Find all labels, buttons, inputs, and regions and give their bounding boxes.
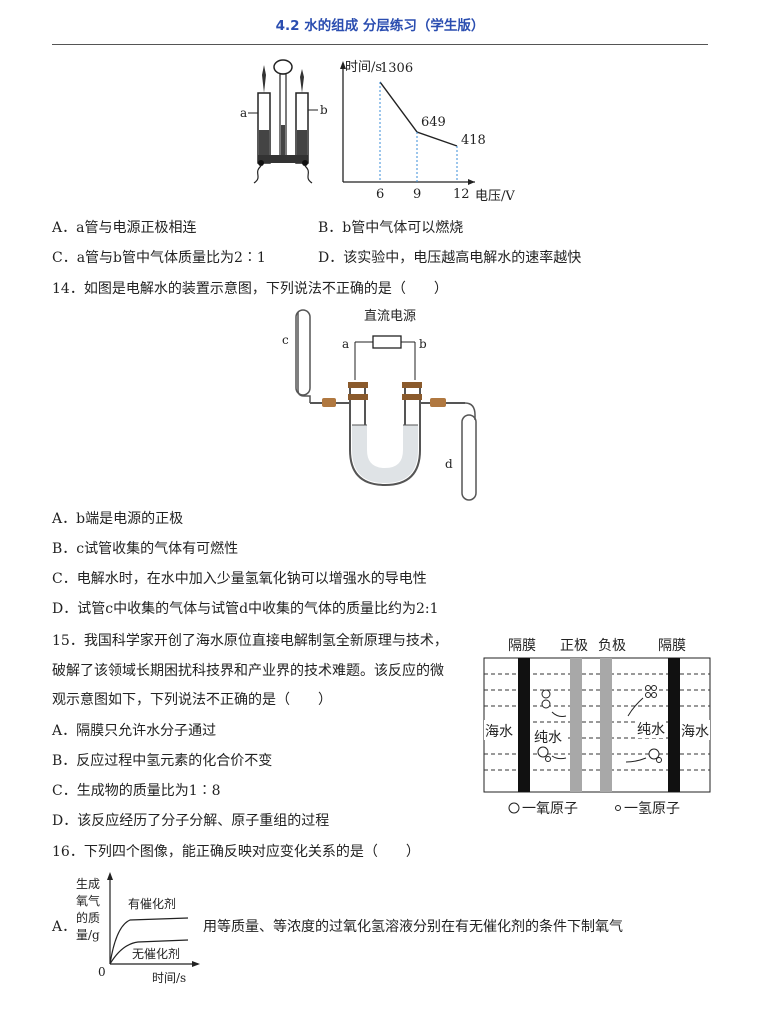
q14-label-a: a bbox=[342, 337, 349, 351]
q16-option-a-label[interactable]: A． bbox=[52, 919, 77, 935]
q15-pure-water-right: 纯水 bbox=[637, 722, 665, 738]
q15-label-cathode: 负极 bbox=[598, 638, 626, 654]
q14-label-c: c bbox=[282, 333, 289, 347]
q13-option-c[interactable]: C．a管与b管中气体质量比为2∶1 bbox=[52, 250, 266, 266]
q16-option-a-text: 用等质量、等浓度的过氧化氢溶液分别在有无催化剂的条件下制氧气 bbox=[203, 919, 623, 935]
q15-pure-water-left: 纯水 bbox=[534, 730, 562, 746]
q13-option-d[interactable]: D．该实验中，电压越高电解水的速率越快 bbox=[318, 250, 582, 266]
q14-apparatus-figure: 直流电源 a b c d bbox=[282, 309, 477, 501]
q14-option-c[interactable]: C．电解水时，在水中加入少量氢氧化钠可以增强水的导电性 bbox=[52, 571, 427, 587]
page-header: 4.2 水的组成 分层练习（学生版） bbox=[275, 18, 485, 34]
q13-chart-xlabel: 电压/V bbox=[475, 189, 515, 204]
q15-legend-oxygen: 一氧原子 bbox=[522, 801, 578, 817]
q13-series-line bbox=[379, 81, 458, 147]
q16-option-a-chart: 生成 氧气 的质 量/g 有催化剂 无催化剂 0 时间/s bbox=[76, 872, 200, 985]
q13-data-label: 649 bbox=[421, 115, 446, 130]
q16-curve-label-no-catalyst: 无催化剂 bbox=[132, 946, 180, 961]
q15-stem-line2: 破解了该领域长期困扰科技界和产业界的技术难题。该反应的微 bbox=[52, 663, 444, 679]
q13-chart-ylabel: 时间/s bbox=[345, 60, 382, 75]
q15-option-a[interactable]: A．隔膜只允许水分子通过 bbox=[52, 723, 217, 739]
q16-stem: 16．下列四个图像，能正确反映对应变化关系的是（ ） bbox=[52, 844, 420, 860]
q13-option-b[interactable]: B．b管中气体可以燃烧 bbox=[318, 220, 464, 236]
q15-option-d[interactable]: D．该反应经历了分子分解、原子重组的过程 bbox=[52, 813, 330, 829]
q13-x-tick-label: 12 bbox=[453, 187, 470, 202]
q16-ylabel-line2: 氧气 bbox=[76, 893, 100, 908]
q13-label-b: b bbox=[320, 103, 328, 117]
q13-data-label: 418 bbox=[461, 133, 486, 148]
q14-stem: 14．如图是电解水的装置示意图，下列说法不正确的是（ ） bbox=[52, 281, 448, 297]
q13-x-tick-label: 9 bbox=[413, 187, 421, 202]
q15-seawater-left: 海水 bbox=[485, 724, 513, 740]
q16-origin-label: 0 bbox=[98, 965, 106, 979]
q15-stem-line1: 15．我国科学家开创了海水原位直接电解制氢全新原理与技术， bbox=[52, 633, 448, 649]
q14-option-a[interactable]: A．b端是电源的正极 bbox=[52, 511, 184, 527]
q15-option-c[interactable]: C．生成物的质量比为1∶8 bbox=[52, 783, 221, 799]
q15-seawater-right: 海水 bbox=[681, 724, 709, 740]
q16-curve-label-catalyst: 有催化剂 bbox=[128, 896, 176, 911]
q13-apparatus-figure: a b bbox=[240, 59, 328, 184]
q15-label-membrane-right: 隔膜 bbox=[658, 638, 686, 654]
q16-ylabel-line1: 生成 bbox=[76, 877, 100, 891]
q15-option-b[interactable]: B．反应过程中氢元素的化合价不变 bbox=[52, 753, 273, 769]
q13-option-a[interactable]: A．a管与电源正极相连 bbox=[52, 220, 197, 236]
q13-data-label: 1306 bbox=[380, 61, 413, 76]
q14-label-d: d bbox=[445, 457, 453, 471]
q15-microscopic-figure: 隔膜 正极 负极 隔膜 海水 海水 纯水 纯水 一氧原子 一氢原子 bbox=[483, 638, 711, 817]
q13-voltage-time-chart: 时间/s 电压/V 6 1306 9 649 12 418 bbox=[340, 60, 515, 204]
q14-option-b[interactable]: B．c试管收集的气体有可燃性 bbox=[52, 541, 239, 557]
q15-label-anode: 正极 bbox=[560, 638, 588, 654]
q16-ylabel-line4: 量/g bbox=[76, 928, 100, 942]
q15-label-membrane-left: 隔膜 bbox=[508, 638, 536, 654]
header-divider bbox=[52, 44, 708, 45]
q15-stem-line3: 观示意图如下，下列说法不正确的是（ ） bbox=[52, 692, 332, 708]
q14-label-b: b bbox=[419, 337, 427, 351]
q13-x-tick-label: 6 bbox=[376, 187, 384, 202]
q16-xlabel: 时间/s bbox=[152, 971, 186, 985]
q14-power-label: 直流电源 bbox=[364, 309, 416, 324]
q15-legend-hydrogen: 一氢原子 bbox=[624, 801, 680, 817]
q13-label-a: a bbox=[240, 106, 247, 120]
q14-option-d[interactable]: D．试管c中收集的气体与试管d中收集的气体的质量比约为2:1 bbox=[52, 601, 439, 617]
q16-ylabel-line3: 的质 bbox=[76, 910, 100, 925]
